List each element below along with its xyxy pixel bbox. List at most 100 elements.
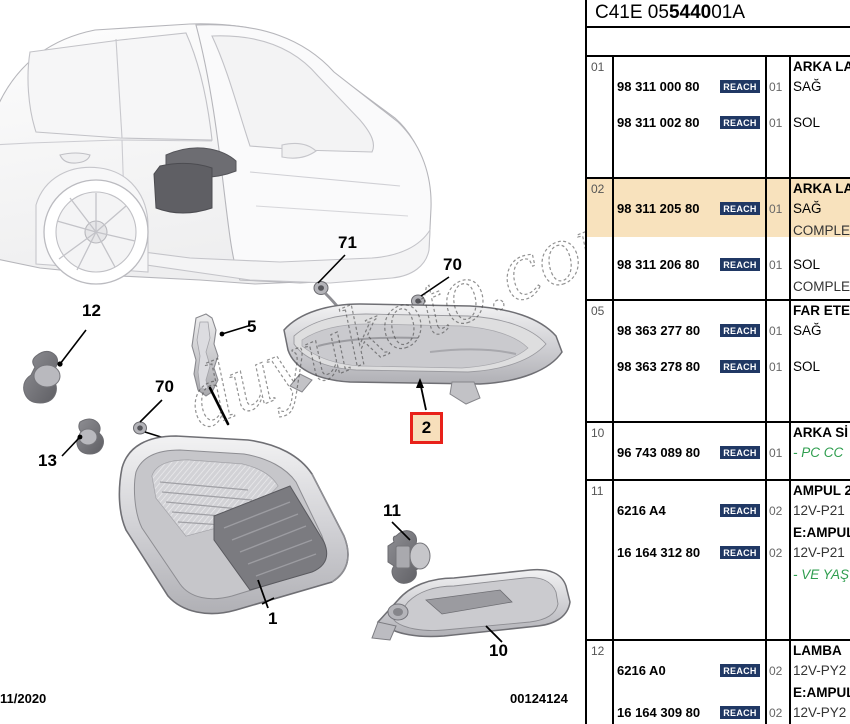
- column-divider: [612, 301, 614, 421]
- column-divider: [612, 179, 614, 299]
- footer-date: 11/2020: [0, 691, 47, 706]
- column-divider: [612, 57, 614, 177]
- vehicle-highlighted-lamp: [153, 147, 237, 214]
- part-number[interactable]: 98 363 278 80: [617, 359, 701, 374]
- group-index-02: 02: [591, 182, 605, 196]
- column-divider: [765, 481, 767, 639]
- column-divider: [789, 423, 791, 479]
- doc-code-main: 5440: [668, 2, 712, 23]
- reach-badge: REACH: [720, 446, 760, 459]
- reach-badge: REACH: [720, 324, 760, 337]
- column-divider: [765, 301, 767, 421]
- doc-code-suffix: 01A: [711, 2, 746, 23]
- part-13-bulb: [76, 418, 104, 455]
- callout-1: 1: [268, 609, 278, 628]
- part-number[interactable]: 98 363 277 80: [617, 323, 701, 338]
- reach-badge: REACH: [720, 664, 760, 677]
- quantity: 01: [769, 116, 783, 130]
- quantity: 01: [769, 202, 783, 216]
- part-description: SAĞ: [793, 323, 822, 338]
- part-description: SOL: [793, 115, 821, 130]
- diagram-illustration: duyukoto.com: [0, 23, 585, 643]
- part-description: - PC CC: [793, 445, 844, 460]
- callout-5: 5: [247, 317, 257, 336]
- column-divider: [612, 423, 614, 479]
- callout-12: 12: [82, 301, 101, 320]
- footer-doc-number: 00124124: [510, 691, 568, 706]
- part-number[interactable]: 98 311 205 80: [617, 201, 700, 216]
- column-divider: [765, 57, 767, 177]
- part-12-bulb: [23, 350, 61, 404]
- part-description: SOL: [793, 257, 821, 272]
- group-index-01: 01: [591, 60, 605, 74]
- part-description: 12V-PY2: [793, 663, 847, 678]
- callout-71: 71: [338, 233, 357, 252]
- quantity: 02: [769, 504, 783, 518]
- group-title-02: ARKA LA: [793, 181, 850, 196]
- reach-badge: REACH: [720, 706, 760, 719]
- part-note: COMPLE: [793, 223, 850, 238]
- group-title-01: ARKA LA: [793, 59, 850, 74]
- callout-70-upper: 70: [443, 255, 462, 274]
- column-divider: [789, 641, 791, 724]
- part-number[interactable]: 98 311 002 80: [617, 115, 700, 130]
- column-divider: [789, 301, 791, 421]
- group-index-11: 11: [591, 484, 604, 498]
- exploded-diagram-pane: duyukoto.com 12 5 71 70 70 13 1 11 10 2 …: [0, 23, 585, 706]
- quantity: 01: [769, 80, 783, 94]
- part-description: SAĞ: [793, 79, 822, 94]
- column-divider: [765, 641, 767, 724]
- part-number[interactable]: 98 311 206 80: [617, 257, 700, 272]
- part-number[interactable]: 96 743 089 80: [617, 445, 701, 460]
- part-70-screw-lower: [133, 421, 147, 435]
- part-number[interactable]: 6216 A4: [617, 503, 666, 518]
- reach-badge: REACH: [720, 360, 760, 373]
- part-number[interactable]: 16 164 312 80: [617, 545, 701, 560]
- part-10-side-marker-lamp: [371, 568, 571, 641]
- part-number[interactable]: 6216 A0: [617, 663, 666, 678]
- column-divider: [789, 57, 791, 177]
- part-2-inner-tail-lamp: [283, 303, 563, 405]
- column-divider: [612, 481, 614, 639]
- part-11-bulb: [387, 530, 431, 584]
- group-index-12: 12: [591, 644, 605, 658]
- part-note: - VE YAŞ: [793, 567, 850, 582]
- part-number[interactable]: 98 311 000 80: [617, 79, 700, 94]
- callout-13: 13: [38, 451, 57, 470]
- column-divider: [789, 481, 791, 639]
- part-description: SOL: [793, 359, 821, 374]
- document-subheader-blank: [587, 28, 850, 57]
- quantity: 01: [769, 360, 783, 374]
- quantity: 01: [769, 446, 783, 460]
- reach-badge: REACH: [720, 202, 760, 215]
- part-1-tail-lamp-assembly: [118, 435, 349, 615]
- reach-badge: REACH: [720, 80, 760, 93]
- row-subtitle: E:AMPUL: [793, 685, 850, 700]
- quantity: 02: [769, 546, 783, 560]
- callout-11: 11: [383, 501, 401, 520]
- group-index-10: 10: [591, 426, 605, 440]
- group-title-11: AMPUL 2: [793, 483, 850, 498]
- quantity: 02: [769, 664, 783, 678]
- reach-badge: REACH: [720, 116, 760, 129]
- reach-badge: REACH: [720, 258, 760, 271]
- quantity: 01: [769, 324, 783, 338]
- callout-70-lower: 70: [155, 377, 174, 396]
- part-description: 12V-P21: [793, 503, 845, 518]
- part-description: 12V-P21: [793, 545, 845, 560]
- row-highlight-band: [587, 179, 850, 237]
- column-divider: [765, 179, 767, 299]
- column-divider: [765, 423, 767, 479]
- highlight-marker-2[interactable]: 2: [410, 412, 443, 444]
- part-number[interactable]: 16 164 309 80: [617, 705, 701, 720]
- part-description: 12V-PY2: [793, 705, 847, 720]
